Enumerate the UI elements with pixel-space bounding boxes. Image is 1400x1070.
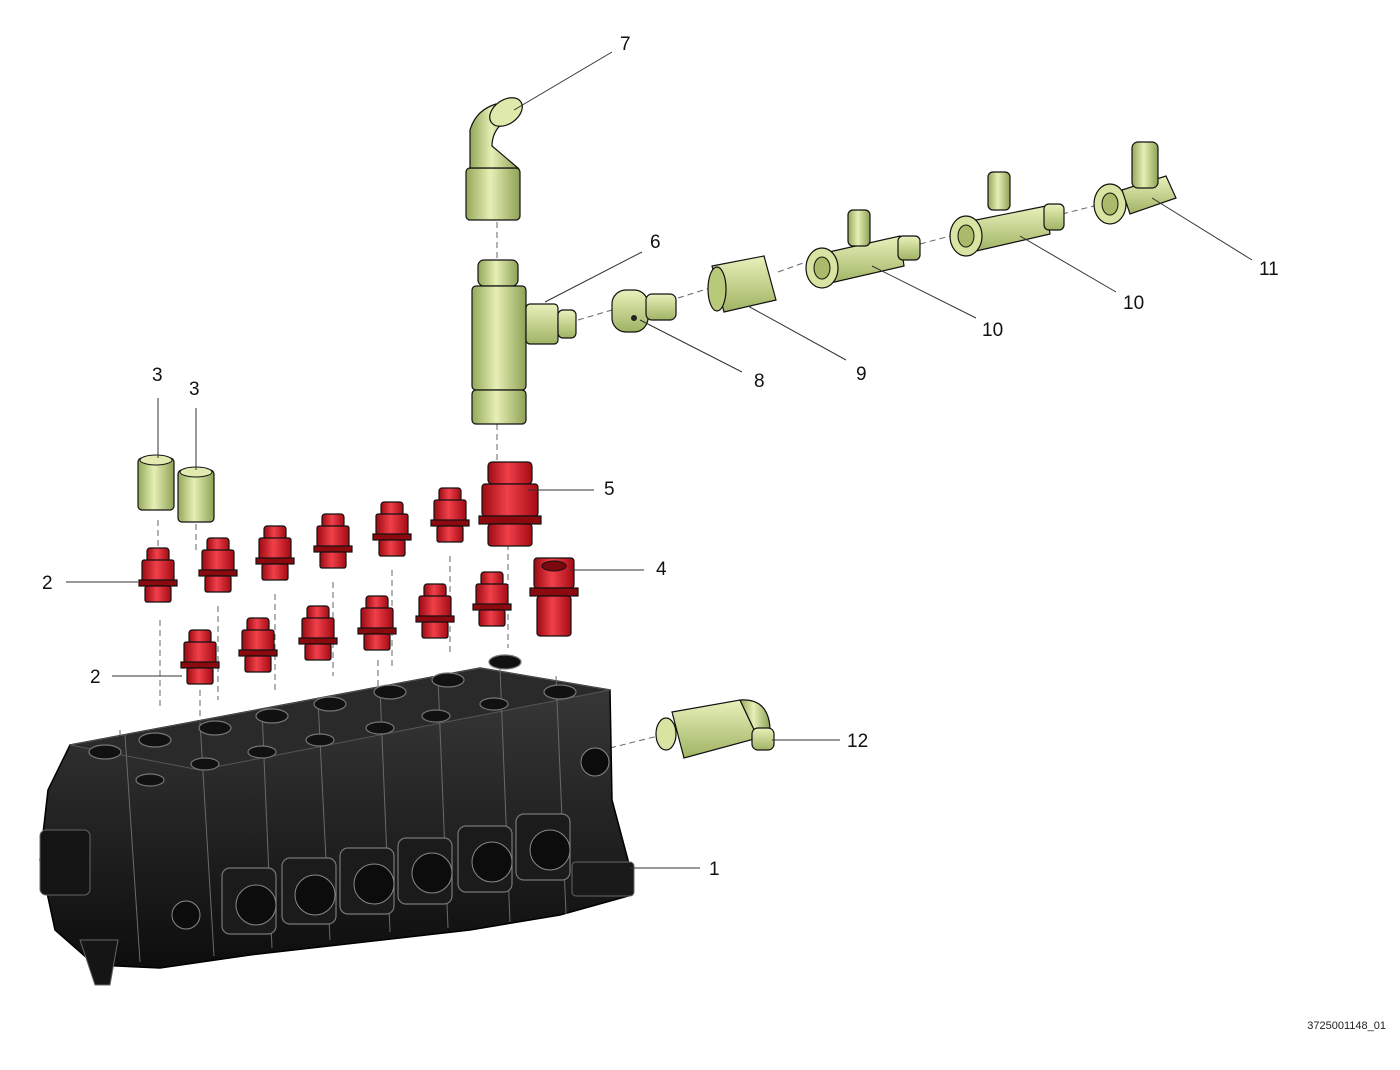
callout-6: 6: [650, 232, 661, 253]
callout-1: 1: [709, 859, 720, 880]
callout-labels: 1 2 2 3 3 4 5 6 7 8 9 10 10 11 12: [42, 34, 1279, 880]
callout-11: 11: [1259, 259, 1279, 280]
tee-fitting-item-10-first: [805, 209, 921, 289]
elbow-90-item-12: [655, 699, 775, 759]
leader-lines: [66, 51, 1253, 869]
elbow-item-11: [1093, 141, 1177, 225]
elbow-45-item-7: [465, 97, 523, 221]
callout-3-left: 3: [152, 365, 163, 386]
callout-12: 12: [847, 731, 868, 752]
callout-9: 9: [856, 364, 867, 385]
red-fitting-item-4: [529, 557, 579, 637]
drawing-id-label: 3725001148_01: [1307, 1020, 1386, 1032]
tee-fitting-item-6: [471, 259, 577, 425]
cap-nut-item-3: [137, 454, 215, 523]
callout-2-lower: 2: [90, 667, 101, 688]
callout-10-second: 10: [1123, 293, 1144, 314]
callout-10-first: 10: [982, 320, 1003, 341]
callout-2-upper: 2: [42, 573, 53, 594]
red-fitting-item-5: [478, 461, 542, 547]
restrictor-item-8: [611, 289, 677, 333]
valve-block-part: [39, 654, 635, 986]
nut-item-9: [707, 255, 777, 313]
callout-4: 4: [656, 559, 667, 580]
callout-3-right: 3: [189, 379, 200, 400]
callout-5: 5: [604, 479, 615, 500]
tee-fitting-item-10-second: [949, 171, 1065, 257]
callout-8: 8: [754, 371, 765, 392]
callout-7: 7: [620, 34, 631, 55]
